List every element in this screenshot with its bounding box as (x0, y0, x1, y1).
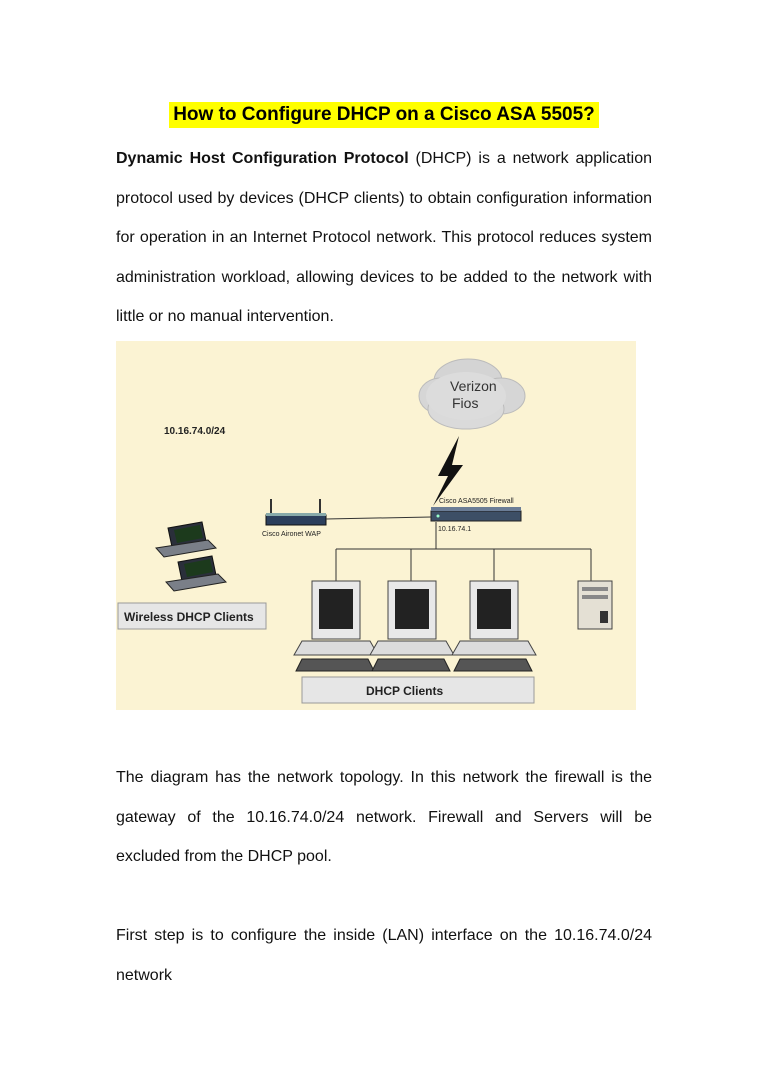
desktop-pc-icon (293, 580, 379, 672)
network-diagram: Verizon Fios 10.16.74.0/24 Cisco ASA5505… (116, 341, 636, 710)
wireless-clients-label: Wireless DHCP Clients (124, 610, 254, 624)
cloud-label-2: Fios (452, 395, 478, 411)
cloud-icon (418, 358, 526, 430)
dhcp-clients-box (301, 676, 535, 704)
wireless-access-point-icon (265, 499, 327, 526)
firewall-icon (430, 507, 522, 522)
lan-connections (335, 522, 592, 581)
firewall-ip: 10.16.74.1 (438, 526, 471, 533)
laptop-icon (165, 555, 228, 592)
subnet-label: 10.16.74.0/24 (164, 426, 226, 437)
first-step-paragraph: First step is to configure the inside (L… (116, 927, 652, 984)
wap-firewall-link (325, 516, 432, 520)
lightning-bolt-icon (433, 436, 463, 506)
intro-paragraph: Dynamic Host Configuration Protocol (DHC… (116, 139, 652, 337)
network-diagram-svg: Verizon Fios 10.16.74.0/24 Cisco ASA5505… (117, 358, 613, 704)
dhcp-clients-label: DHCP Clients (366, 684, 443, 698)
topology-paragraph: The diagram has the network topology. In… (116, 769, 652, 865)
desktop-pc-icon (451, 580, 537, 672)
intro-bold-lead: Dynamic Host Configuration Protocol (116, 150, 409, 167)
title-wrap: How to Configure DHCP on a Cisco ASA 550… (0, 102, 768, 128)
wireless-clients-box (117, 602, 267, 630)
page-title: How to Configure DHCP on a Cisco ASA 550… (169, 102, 599, 128)
intro-text: (DHCP) is a network application protocol… (116, 150, 652, 325)
laptop-icon (155, 521, 218, 558)
firewall-label: Cisco ASA5505 Firewall (439, 498, 514, 505)
wap-label: Cisco Aironet WAP (262, 531, 321, 538)
cloud-label-1: Verizon (450, 378, 497, 394)
desktop-pc-icon (369, 580, 455, 672)
server-icon (577, 580, 613, 630)
